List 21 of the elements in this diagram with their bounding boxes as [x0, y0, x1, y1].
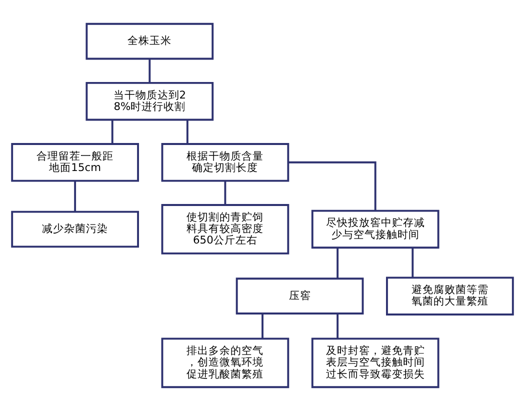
- node-box: 合理留茬一般距地面15cm: [11, 143, 139, 182]
- node-box: 当干物质达到28%时进行收割: [86, 82, 214, 121]
- connector: [288, 161, 376, 211]
- connector: [412, 248, 414, 278]
- connector: [74, 181, 76, 212]
- connector: [336, 248, 339, 278]
- connector: [224, 181, 226, 205]
- node-box: 压窖: [236, 278, 364, 314]
- connector: [111, 120, 114, 144]
- connector: [148, 59, 151, 83]
- node-box: 及时封窖，避免青贮表层与空气接触时间过长而导致霉变损失: [311, 338, 440, 388]
- node-box: 排出多余的空气，创造微氧环境促进乳酸菌繁殖: [161, 338, 290, 388]
- node-box: 全株玉米: [86, 22, 214, 60]
- node-box: 使切割的青贮饲料具有较高密度650公斤左右: [161, 204, 290, 254]
- connector: [262, 314, 264, 339]
- node-box: 根据干物质含量确定切割长度: [161, 143, 290, 182]
- node-box: 避免腐败菌等需氧菌的大量繁殖: [386, 276, 514, 316]
- node-box: 减少杂菌污染: [11, 210, 139, 248]
- connector: [336, 314, 339, 339]
- node-box: 尽快投放窖中贮存减少与空气接触时间: [311, 210, 440, 249]
- connector: [186, 120, 188, 144]
